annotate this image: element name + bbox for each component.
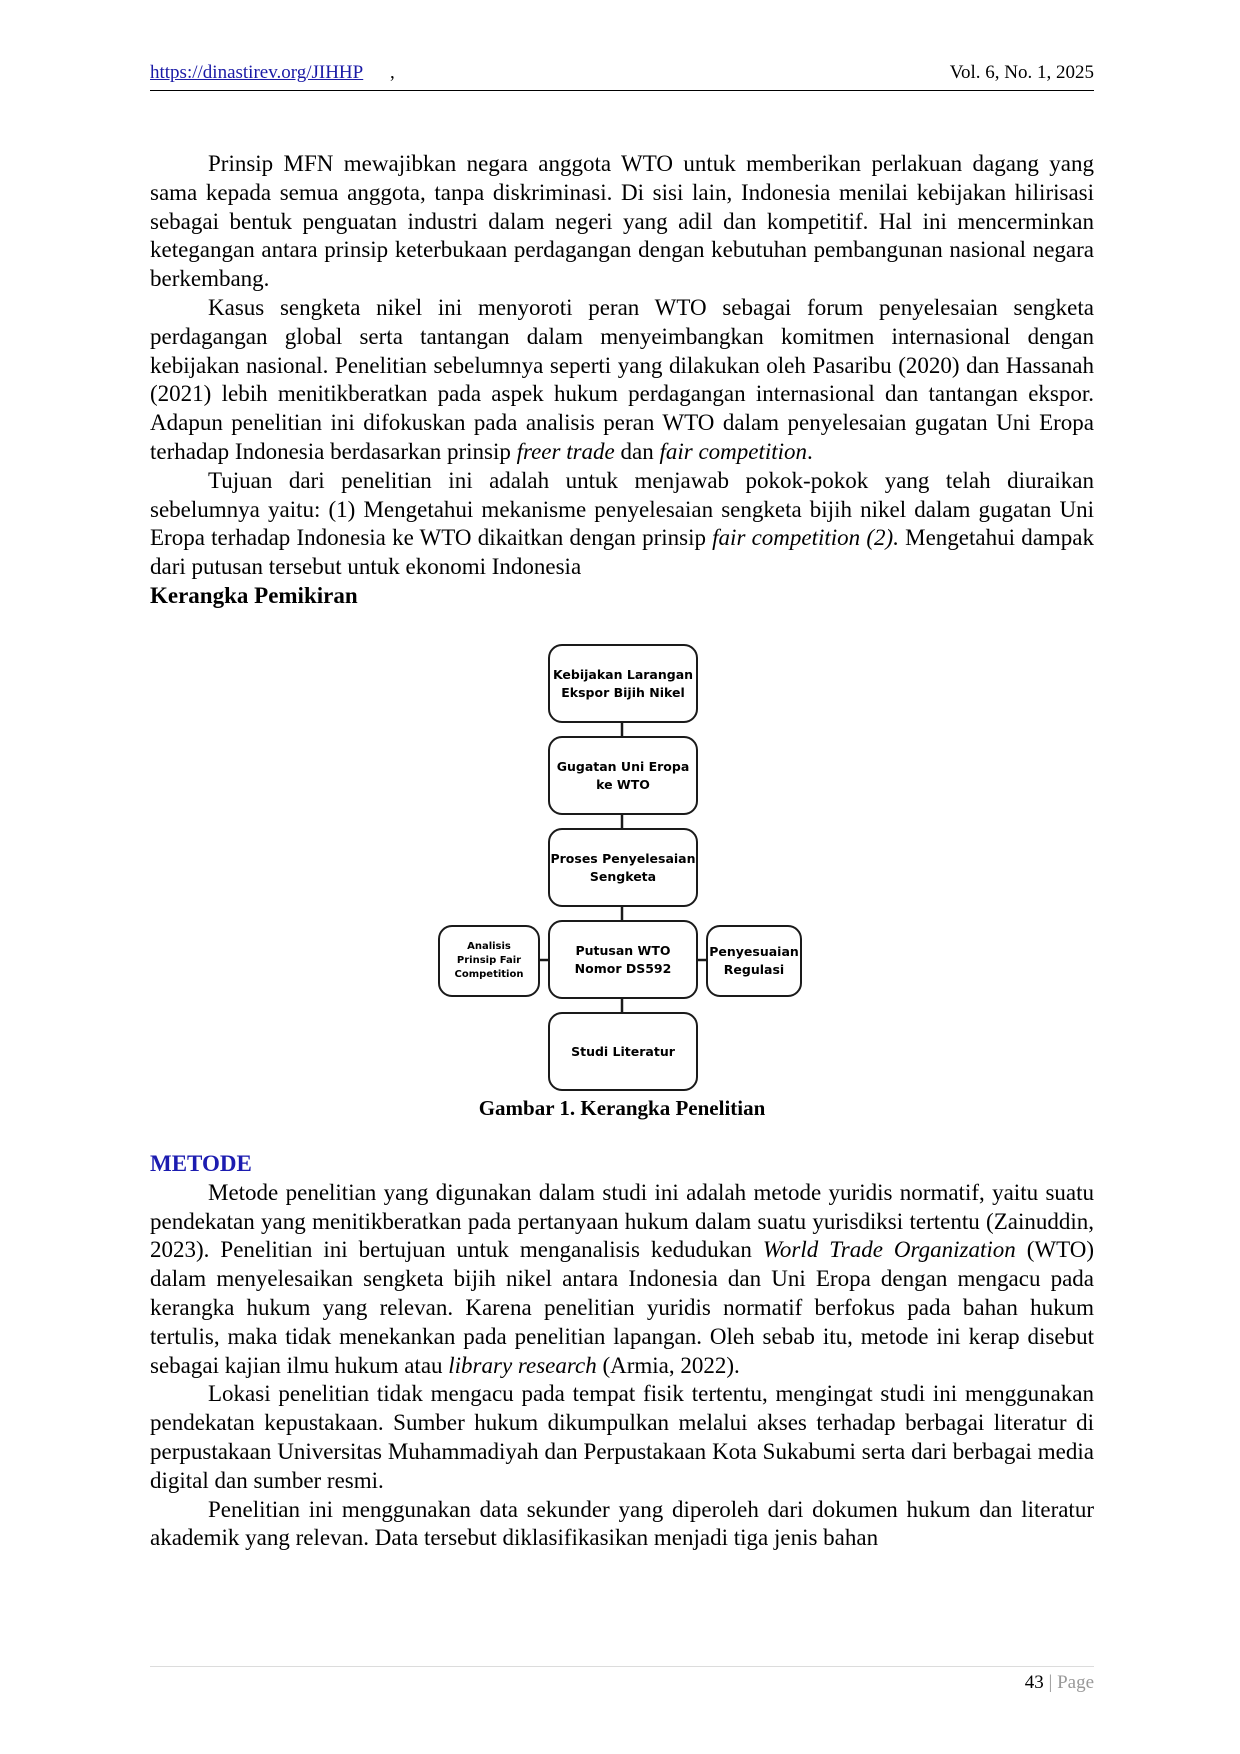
metode-heading: METODE xyxy=(150,1151,252,1176)
node-putusan-wto: Putusan WTO Nomor DS592 xyxy=(548,920,698,999)
node-gugatan-uni-eropa: Gugatan Uni Eropa ke WTO xyxy=(548,736,698,815)
research-framework-diagram: Kebijakan Larangan Ekspor Bijih Nikel Gu… xyxy=(436,643,810,1091)
page-header: https://dinastirev.org/JIHHP , Vol. 6, N… xyxy=(150,60,1094,91)
paragraph-1: Prinsip MFN mewajibkan negara anggota WT… xyxy=(150,151,1094,292)
metode-paragraph-1: Metode penelitian yang digunakan dalam s… xyxy=(150,1179,1094,1378)
paragraph-3: Tujuan dari penelitian ini adalah untuk … xyxy=(150,467,1094,580)
section-heading-kerangka: Kerangka Pemikiran xyxy=(150,582,358,608)
paragraph-2: Kasus sengketa nikel ini menyoroti peran… xyxy=(150,294,1094,464)
metode-section: METODE Metode penelitian yang digunakan … xyxy=(150,1150,1094,1553)
metode-paragraph-3: Penelitian ini menggunakan data sekunder… xyxy=(150,1496,1094,1551)
footer-separator: | xyxy=(1048,1672,1053,1693)
article-body: Prinsip MFN mewajibkan negara anggota WT… xyxy=(150,150,1094,611)
node-analisis-prinsip: Analisis Prinsip Fair Competition xyxy=(438,925,540,997)
journal-url-link[interactable]: https://dinastirev.org/JIHHP xyxy=(150,62,364,83)
page-label: Page xyxy=(1057,1672,1094,1693)
figure-caption: Gambar 1. Kerangka Penelitian xyxy=(478,1096,766,1120)
node-kebijakan-larangan: Kebijakan Larangan Ekspor Bijih Nikel xyxy=(548,644,698,723)
metode-paragraph-2: Lokasi penelitian tidak mengacu pada tem… xyxy=(150,1381,1094,1493)
node-studi-literatur: Studi Literatur xyxy=(548,1012,698,1091)
node-penyesuaian-regulasi: Penyesuaian Regulasi xyxy=(706,925,802,997)
page-footer: 43 | Page xyxy=(1025,1672,1094,1694)
footer-divider xyxy=(150,1666,1094,1667)
volume-label: Vol. 6, No. 1, 2025 xyxy=(949,62,1094,83)
node-proses-penyelesaian: Proses Penyelesaian Sengketa xyxy=(548,828,698,907)
url-comma: , xyxy=(390,62,395,83)
page-number: 43 xyxy=(1024,1672,1044,1693)
diagram-connectors xyxy=(540,723,706,1012)
